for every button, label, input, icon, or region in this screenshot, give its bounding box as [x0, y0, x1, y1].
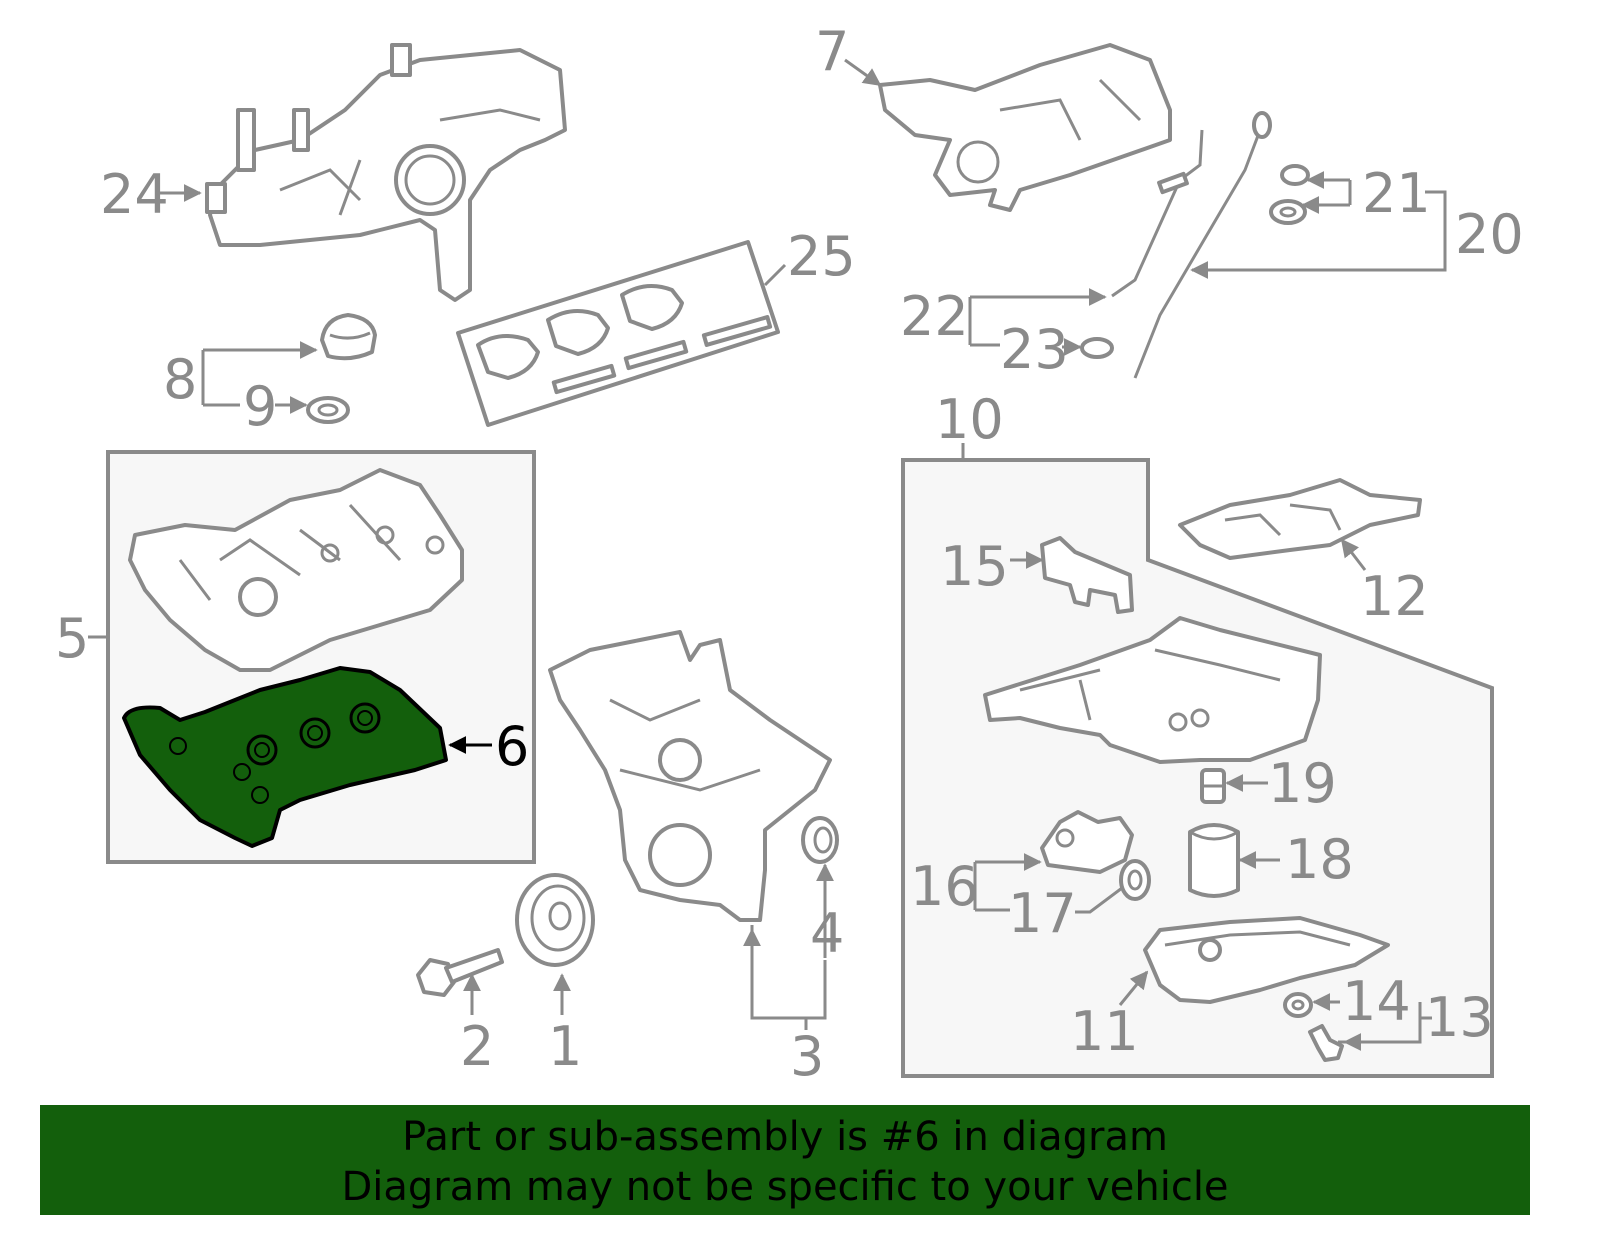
oil-pan-assembly-box: [901, 458, 1494, 1078]
label-19: 19: [1268, 752, 1337, 815]
info-banner: [40, 1105, 1530, 1215]
label-15: 15: [940, 535, 1009, 598]
valve-cover-gasket-part[interactable]: [122, 666, 448, 848]
label-6: 6: [495, 715, 529, 778]
banner-line-part-info: Part or sub-assembly is #6 in diagram: [402, 1114, 1168, 1160]
crank-pulley-bolt-part[interactable]: [416, 948, 504, 997]
intake-manifold-part[interactable]: [205, 43, 567, 302]
oil-filler-cap-part[interactable]: [320, 313, 377, 361]
valve-cover-part[interactable]: [128, 468, 464, 672]
upper-oil-pan-part[interactable]: [983, 616, 1322, 764]
label-22: 22: [900, 285, 969, 348]
leader-12: [1340, 538, 1367, 571]
crankshaft-pulley-part[interactable]: [515, 873, 595, 967]
intake-gasket-set-part[interactable]: [456, 240, 780, 427]
leader-7: [844, 58, 882, 87]
label-3: 3: [790, 1025, 824, 1088]
label-7: 7: [815, 20, 849, 83]
valve-o-ring-part[interactable]: [1119, 859, 1151, 901]
front-crank-seal-part[interactable]: [801, 816, 839, 864]
dipstick-tube-part[interactable]: [1111, 129, 1204, 298]
label-4: 4: [810, 902, 844, 965]
timing-cover-part[interactable]: [548, 630, 832, 922]
tube-seal-part[interactable]: [1080, 337, 1114, 359]
label-5: 5: [55, 607, 89, 670]
label-18: 18: [1285, 828, 1354, 891]
leader-25: [763, 263, 787, 287]
label-23: 23: [1000, 318, 1069, 381]
label-13: 13: [1425, 986, 1494, 1049]
oil-pan-bracket-part[interactable]: [1040, 536, 1134, 614]
drain-plug-part[interactable]: [1308, 1024, 1344, 1062]
label-14: 14: [1342, 970, 1411, 1033]
lower-oil-pan-part[interactable]: [1143, 916, 1390, 1004]
cap-seal-part[interactable]: [306, 396, 350, 424]
label-8: 8: [163, 348, 197, 411]
label-20: 20: [1455, 203, 1524, 266]
info-banner-text: Part or sub-assembly is #6 in diagram Di…: [40, 1112, 1530, 1212]
label-9: 9: [243, 375, 277, 438]
banner-line-disclaimer: Diagram may not be specific to your vehi…: [341, 1164, 1229, 1210]
dipstick-o-rings-part[interactable]: [1269, 164, 1310, 225]
label-25: 25: [787, 225, 856, 288]
dipstick-part[interactable]: [1133, 111, 1272, 379]
label-16: 16: [910, 855, 979, 918]
label-11: 11: [1070, 1000, 1139, 1063]
leader-17: [1075, 886, 1123, 914]
oil-pan-baffle-part[interactable]: [1178, 478, 1422, 560]
label-21: 21: [1362, 162, 1431, 225]
label-17: 17: [1008, 882, 1077, 945]
exhaust-manifold-part[interactable]: [878, 43, 1172, 212]
label-10: 10: [935, 388, 1004, 451]
label-2: 2: [460, 1015, 494, 1078]
oil-control-valve-part[interactable]: [1040, 810, 1134, 874]
drain-plug-washer-part[interactable]: [1283, 992, 1313, 1018]
oil-filter-part[interactable]: [1188, 823, 1240, 898]
oil-filter-adapter-part[interactable]: [1200, 768, 1226, 804]
label-12: 12: [1360, 565, 1429, 628]
leader-11: [1118, 970, 1149, 1006]
label-24: 24: [100, 163, 169, 226]
label-1: 1: [548, 1015, 582, 1078]
